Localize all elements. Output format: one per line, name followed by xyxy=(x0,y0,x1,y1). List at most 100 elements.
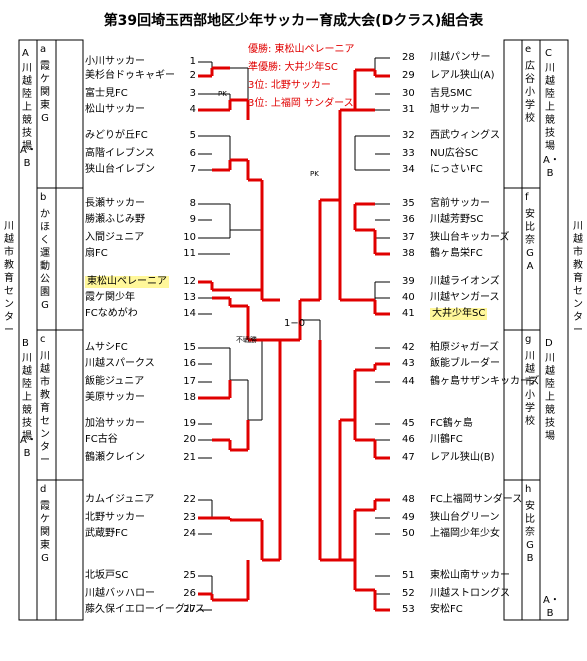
left-seed-number: 7 xyxy=(189,164,196,175)
left-seed-number: 27 xyxy=(183,604,196,615)
left-seed-number: 20 xyxy=(183,434,196,445)
right-team-name: レアル狭山(B) xyxy=(430,452,495,463)
left-seed-number: 16 xyxy=(183,358,196,369)
left-seed-number: 10 xyxy=(183,232,196,243)
outer-left-label: 川越市教育センター xyxy=(4,221,14,336)
right-seed-number: 30 xyxy=(402,88,415,99)
left-team-name: 小川サッカー xyxy=(85,56,145,67)
right-team-name: 大井少年SC xyxy=(430,308,488,320)
right-team-name: レアル狭山(A) xyxy=(430,70,495,81)
left-venue-name: 川越陸上競技場 xyxy=(22,63,32,152)
left-team-name: 武蔵野FC xyxy=(85,528,128,539)
left-venue-letter: d xyxy=(40,484,47,495)
left-venue-location: 霞ケ関東G xyxy=(40,61,50,124)
left-venue-group: B xyxy=(22,338,29,349)
right-team-name: FC鶴ヶ島 xyxy=(430,418,473,429)
right-seed-number: 37 xyxy=(402,232,415,243)
left-seed-number: 17 xyxy=(183,376,196,387)
left-seed-number: 11 xyxy=(183,248,196,259)
left-team-name: 美原サッカー xyxy=(85,392,145,403)
left-seed-number: 14 xyxy=(183,308,196,319)
pk-label-final: PK xyxy=(310,170,319,178)
left-seed-number: 5 xyxy=(189,130,196,141)
right-seed-number: 31 xyxy=(402,104,415,115)
left-venue-name: 川越陸上競技場 xyxy=(22,353,32,442)
result-champion: 優勝: 東松山ペレーニア xyxy=(248,44,355,55)
right-team-name: 川越ストロングス xyxy=(430,588,510,599)
right-seed-number: 36 xyxy=(402,214,415,225)
left-venue-location: 霞ケ関東G xyxy=(40,501,50,564)
right-seed-number: 38 xyxy=(402,248,415,259)
left-venue-location: 川越市教育センター xyxy=(40,351,50,466)
left-team-name: 北野サッカー xyxy=(85,512,145,523)
right-seed-number: 49 xyxy=(402,512,415,523)
left-seed-number: 1 xyxy=(189,56,196,67)
right-venue-name: 川越陸上競技場 xyxy=(545,63,555,152)
left-venue-group: A xyxy=(22,48,29,59)
right-team-name: 川鶴FC xyxy=(430,434,463,445)
right-venue-group: C xyxy=(545,48,552,59)
right-team-name: 飯能ブルーダー xyxy=(430,358,500,369)
left-seed-number: 22 xyxy=(183,494,196,505)
right-venue-letter: e xyxy=(525,44,532,55)
right-seed-number: 29 xyxy=(402,70,415,81)
right-team-name: 宮前サッカー xyxy=(430,198,490,209)
right-team-name: 吉見SMC xyxy=(430,88,472,99)
right-seed-number: 35 xyxy=(402,198,415,209)
left-seed-number: 23 xyxy=(183,512,196,523)
right-team-name: NU広谷SC xyxy=(430,148,479,159)
left-seed-number: 8 xyxy=(189,198,196,209)
right-seed-number: 42 xyxy=(402,342,415,353)
left-team-name: ムサシFC xyxy=(85,342,128,353)
left-venue-location: かほく運動公園G xyxy=(40,209,50,311)
result-third-1: 3位: 北野サッカー xyxy=(248,80,331,91)
right-seed-number: 48 xyxy=(402,494,415,505)
left-team-name: 松山サッカー xyxy=(85,104,145,115)
left-venue-sub: A・B xyxy=(20,145,37,169)
right-team-name: 西武ウィングス xyxy=(430,130,500,141)
right-venue-letter: g xyxy=(525,334,532,345)
right-team-name: 川越芳野SC xyxy=(430,214,484,225)
left-seed-number: 6 xyxy=(189,148,196,159)
left-seed-number: 9 xyxy=(189,214,196,225)
left-team-name: 加治サッカー xyxy=(85,418,145,429)
page-title: 第39回埼玉西部地区少年サッカー育成大会(Dクラス)組合表 xyxy=(103,13,484,29)
result-third-2: 3位: 上福岡 サンダース xyxy=(248,98,354,109)
left-team-name: FCなめがわ xyxy=(85,308,138,319)
right-venue-location: 安比奈G B xyxy=(525,501,535,564)
left-team-name: みどりが丘FC xyxy=(85,130,148,141)
right-venue-location: 広谷小学校 xyxy=(525,61,535,124)
left-team-name: 扇FC xyxy=(85,248,108,259)
right-seed-number: 45 xyxy=(402,418,415,429)
left-team-name: 狭山台イレブン xyxy=(85,164,155,175)
left-team-name: 富士見FC xyxy=(85,88,128,99)
result-runner-up: 準優勝: 大井少年SC xyxy=(248,62,338,73)
right-seed-number: 52 xyxy=(402,588,415,599)
right-venue-letter: h xyxy=(525,484,532,495)
right-seed-number: 32 xyxy=(402,130,415,141)
right-team-name: 安松FC xyxy=(430,604,463,615)
right-seed-number: 41 xyxy=(402,308,415,319)
left-team-name: 入間ジュニア xyxy=(85,232,145,243)
right-team-name: 柏原ジャガーズ xyxy=(430,342,499,353)
right-team-name: 東松山南サッカー xyxy=(430,570,510,581)
left-seed-number: 18 xyxy=(183,392,196,403)
left-team-name: 藤久保イエローイーグルス xyxy=(85,604,205,615)
right-seed-number: 34 xyxy=(402,164,415,175)
pk-label-left: PK xyxy=(218,90,227,98)
left-team-name: 飯能ジュニア xyxy=(85,376,145,387)
right-team-name: 川越パンサー xyxy=(430,52,491,63)
right-seed-number: 51 xyxy=(402,570,415,581)
right-team-name: 川越ヤンガース xyxy=(430,292,500,303)
right-team-name: 鶴ヶ島サザンキッカーズ xyxy=(430,376,540,387)
left-seed-number: 21 xyxy=(183,452,196,463)
left-team-name: 美杉台ドゥキャギー xyxy=(85,70,175,81)
left-seed-number: 12 xyxy=(183,276,196,287)
right-seed-number: 46 xyxy=(402,434,415,445)
left-seed-number: 13 xyxy=(183,292,196,303)
right-seed-number: 43 xyxy=(402,358,415,369)
right-venue-group: D xyxy=(545,338,553,349)
left-venue-letter: a xyxy=(40,44,47,55)
right-team-name: 川越ライオンズ xyxy=(430,276,500,287)
